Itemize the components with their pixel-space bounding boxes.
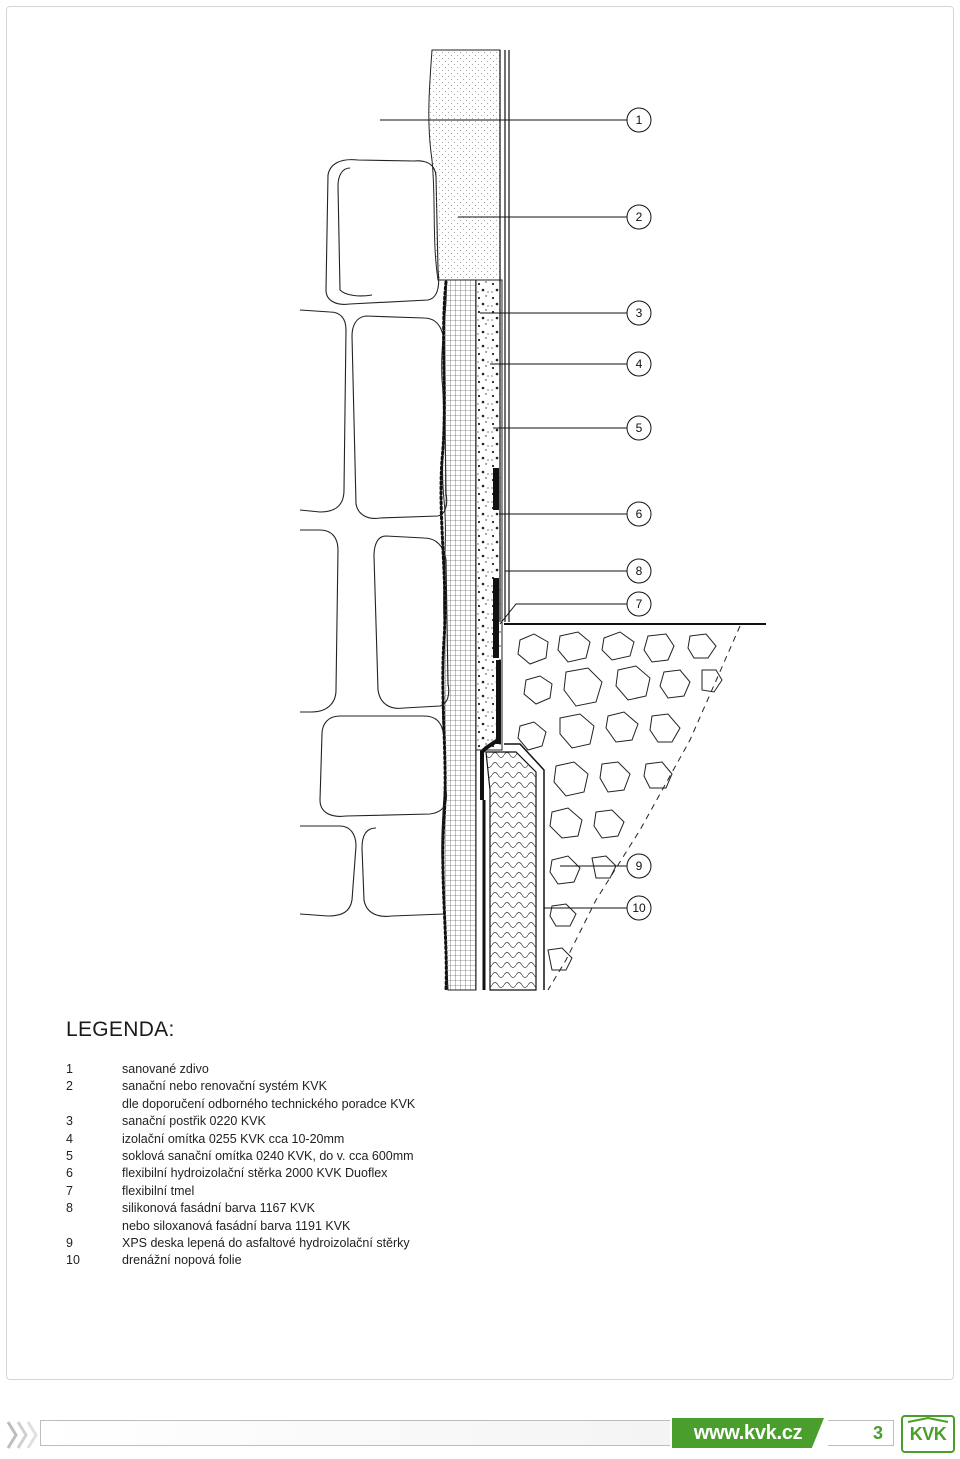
callout-3: 3 (626, 300, 652, 326)
xps-board (485, 751, 537, 991)
facade-lines (499, 50, 510, 622)
footer: www.kvk.cz 3 KVK (0, 1412, 960, 1459)
hydroinsulation-step (480, 738, 500, 800)
legend-item-number (66, 1218, 122, 1235)
page-number-box: 3 (828, 1420, 894, 1446)
legend-item-text: silikonová fasádní barva 1167 KVK (122, 1201, 315, 1216)
legend-item-number: 1 (66, 1062, 73, 1076)
svg-text:5: 5 (636, 421, 643, 435)
callout-10: 10 (626, 895, 652, 921)
renovation-spray-mesh (441, 279, 477, 991)
legend-item-text: nebo siloxanová fasádní barva 1191 KVK (122, 1218, 351, 1233)
callout-4: 4 (626, 351, 652, 377)
legend-item: 9 XPS deska lepená do asfaltové hydroizol… (66, 1235, 415, 1252)
legend-item-number: 8 (66, 1201, 73, 1216)
footer-band (40, 1420, 670, 1446)
legend-item: dle doporučení odborného technického por… (66, 1096, 415, 1113)
legend-item-number: 5 (66, 1149, 73, 1164)
callout-8: 8 (626, 558, 652, 584)
legend-list: 1 sanované zdivo 2 sanační nebo renovační s… (66, 1061, 415, 1270)
website-link[interactable]: www.kvk.cz (672, 1418, 824, 1448)
legend-item-text: flexibilní tmel (122, 1183, 195, 1198)
leader-lines (380, 119, 627, 909)
svg-text:8: 8 (636, 564, 643, 578)
legend-item-number: 9 (66, 1236, 73, 1251)
legend-item: 5 soklová sanační omítka 0240 KVK, do v. … (66, 1148, 415, 1165)
svg-text:7: 7 (636, 597, 643, 611)
hydroinsulation-strips (493, 468, 501, 744)
svg-text:10: 10 (632, 901, 646, 915)
legend-item: 7 flexibilní tmel (66, 1183, 415, 1200)
svg-text:4: 4 (636, 357, 643, 371)
kvk-logo-icon (901, 1415, 955, 1453)
legend-item-number: 10 (66, 1253, 80, 1268)
legend-item-number: 4 (66, 1131, 73, 1146)
legend-title: LEGENDA: (66, 1018, 175, 1041)
legend-item: 3 sanační postřik 0220 KVK (66, 1113, 415, 1130)
svg-text:3: 3 (636, 306, 643, 320)
svg-text:2: 2 (636, 210, 643, 224)
legend-item-number: 2 (66, 1079, 73, 1094)
spray-dots-edge (439, 280, 448, 992)
gravel-backfill (517, 625, 741, 991)
legend-item: 8 silikonová fasádní barva 1167 KVK (66, 1200, 415, 1217)
callout-1: 1 (626, 107, 652, 133)
page-frame (6, 6, 954, 1380)
chevron-arrows-icon (6, 1421, 38, 1449)
callout-5: 5 (626, 415, 652, 441)
cross-section-drawing: 1 2 3 4 5 6 8 7 9 10 (299, 49, 766, 992)
legend-item: 2 sanační nebo renovační systém KVK (66, 1078, 415, 1095)
legend-item: 1 sanované zdivo (66, 1061, 415, 1078)
legend-item-text: XPS deska lepená do asfaltové hydroizola… (122, 1236, 410, 1251)
legend-item-text: sanační nebo renovační systém KVK (122, 1079, 327, 1094)
svg-text:1: 1 (636, 113, 643, 127)
legend-item-text: flexibilní hydroizolační stěrka 2000 KVK… (122, 1166, 388, 1181)
renovation-plaster-area (428, 49, 501, 281)
kvk-logo-text: KVK (909, 1424, 947, 1444)
svg-text:6: 6 (636, 507, 643, 521)
callout-6: 6 (626, 501, 652, 527)
callout-7: 7 (626, 591, 652, 617)
legend-item: 4 izolační omítka 0255 KVK cca 10-20mm (66, 1131, 415, 1148)
page-number: 3 (872, 1423, 883, 1443)
legend-item: nebo siloxanová fasádní barva 1191 KVK (66, 1218, 415, 1235)
legend-item-text: sanační postřik 0220 KVK (122, 1114, 266, 1129)
legend-item-number (66, 1096, 122, 1113)
callout-2: 2 (626, 204, 652, 230)
legend-item-text: drenážní nopová folie (122, 1253, 242, 1268)
legend-item: 6 flexibilní hydroizolační stěrka 2000 KV… (66, 1165, 415, 1182)
callout-9: 9 (626, 853, 652, 879)
callout-circles: 1 2 3 4 5 6 8 7 9 10 (626, 107, 652, 921)
legend-item-number: 3 (66, 1114, 73, 1129)
legend-item-number: 7 (66, 1183, 73, 1198)
drainage-membrane (504, 743, 545, 990)
legend-item: 10 drenážní nopová folie (66, 1252, 415, 1269)
legend-item-text: soklová sanační omítka 0240 KVK, do v. c… (122, 1149, 414, 1164)
svg-text:9: 9 (636, 859, 643, 873)
legend-item-text: dle doporučení odborného technického por… (122, 1096, 416, 1111)
legend-item-text: sanované zdivo (122, 1062, 209, 1076)
legend-item-number: 6 (66, 1166, 73, 1181)
kvk-logo: KVK (900, 1414, 956, 1454)
legend-item-text: izolační omítka 0255 KVK cca 10-20mm (122, 1131, 345, 1146)
masonry-stones (299, 159, 450, 917)
